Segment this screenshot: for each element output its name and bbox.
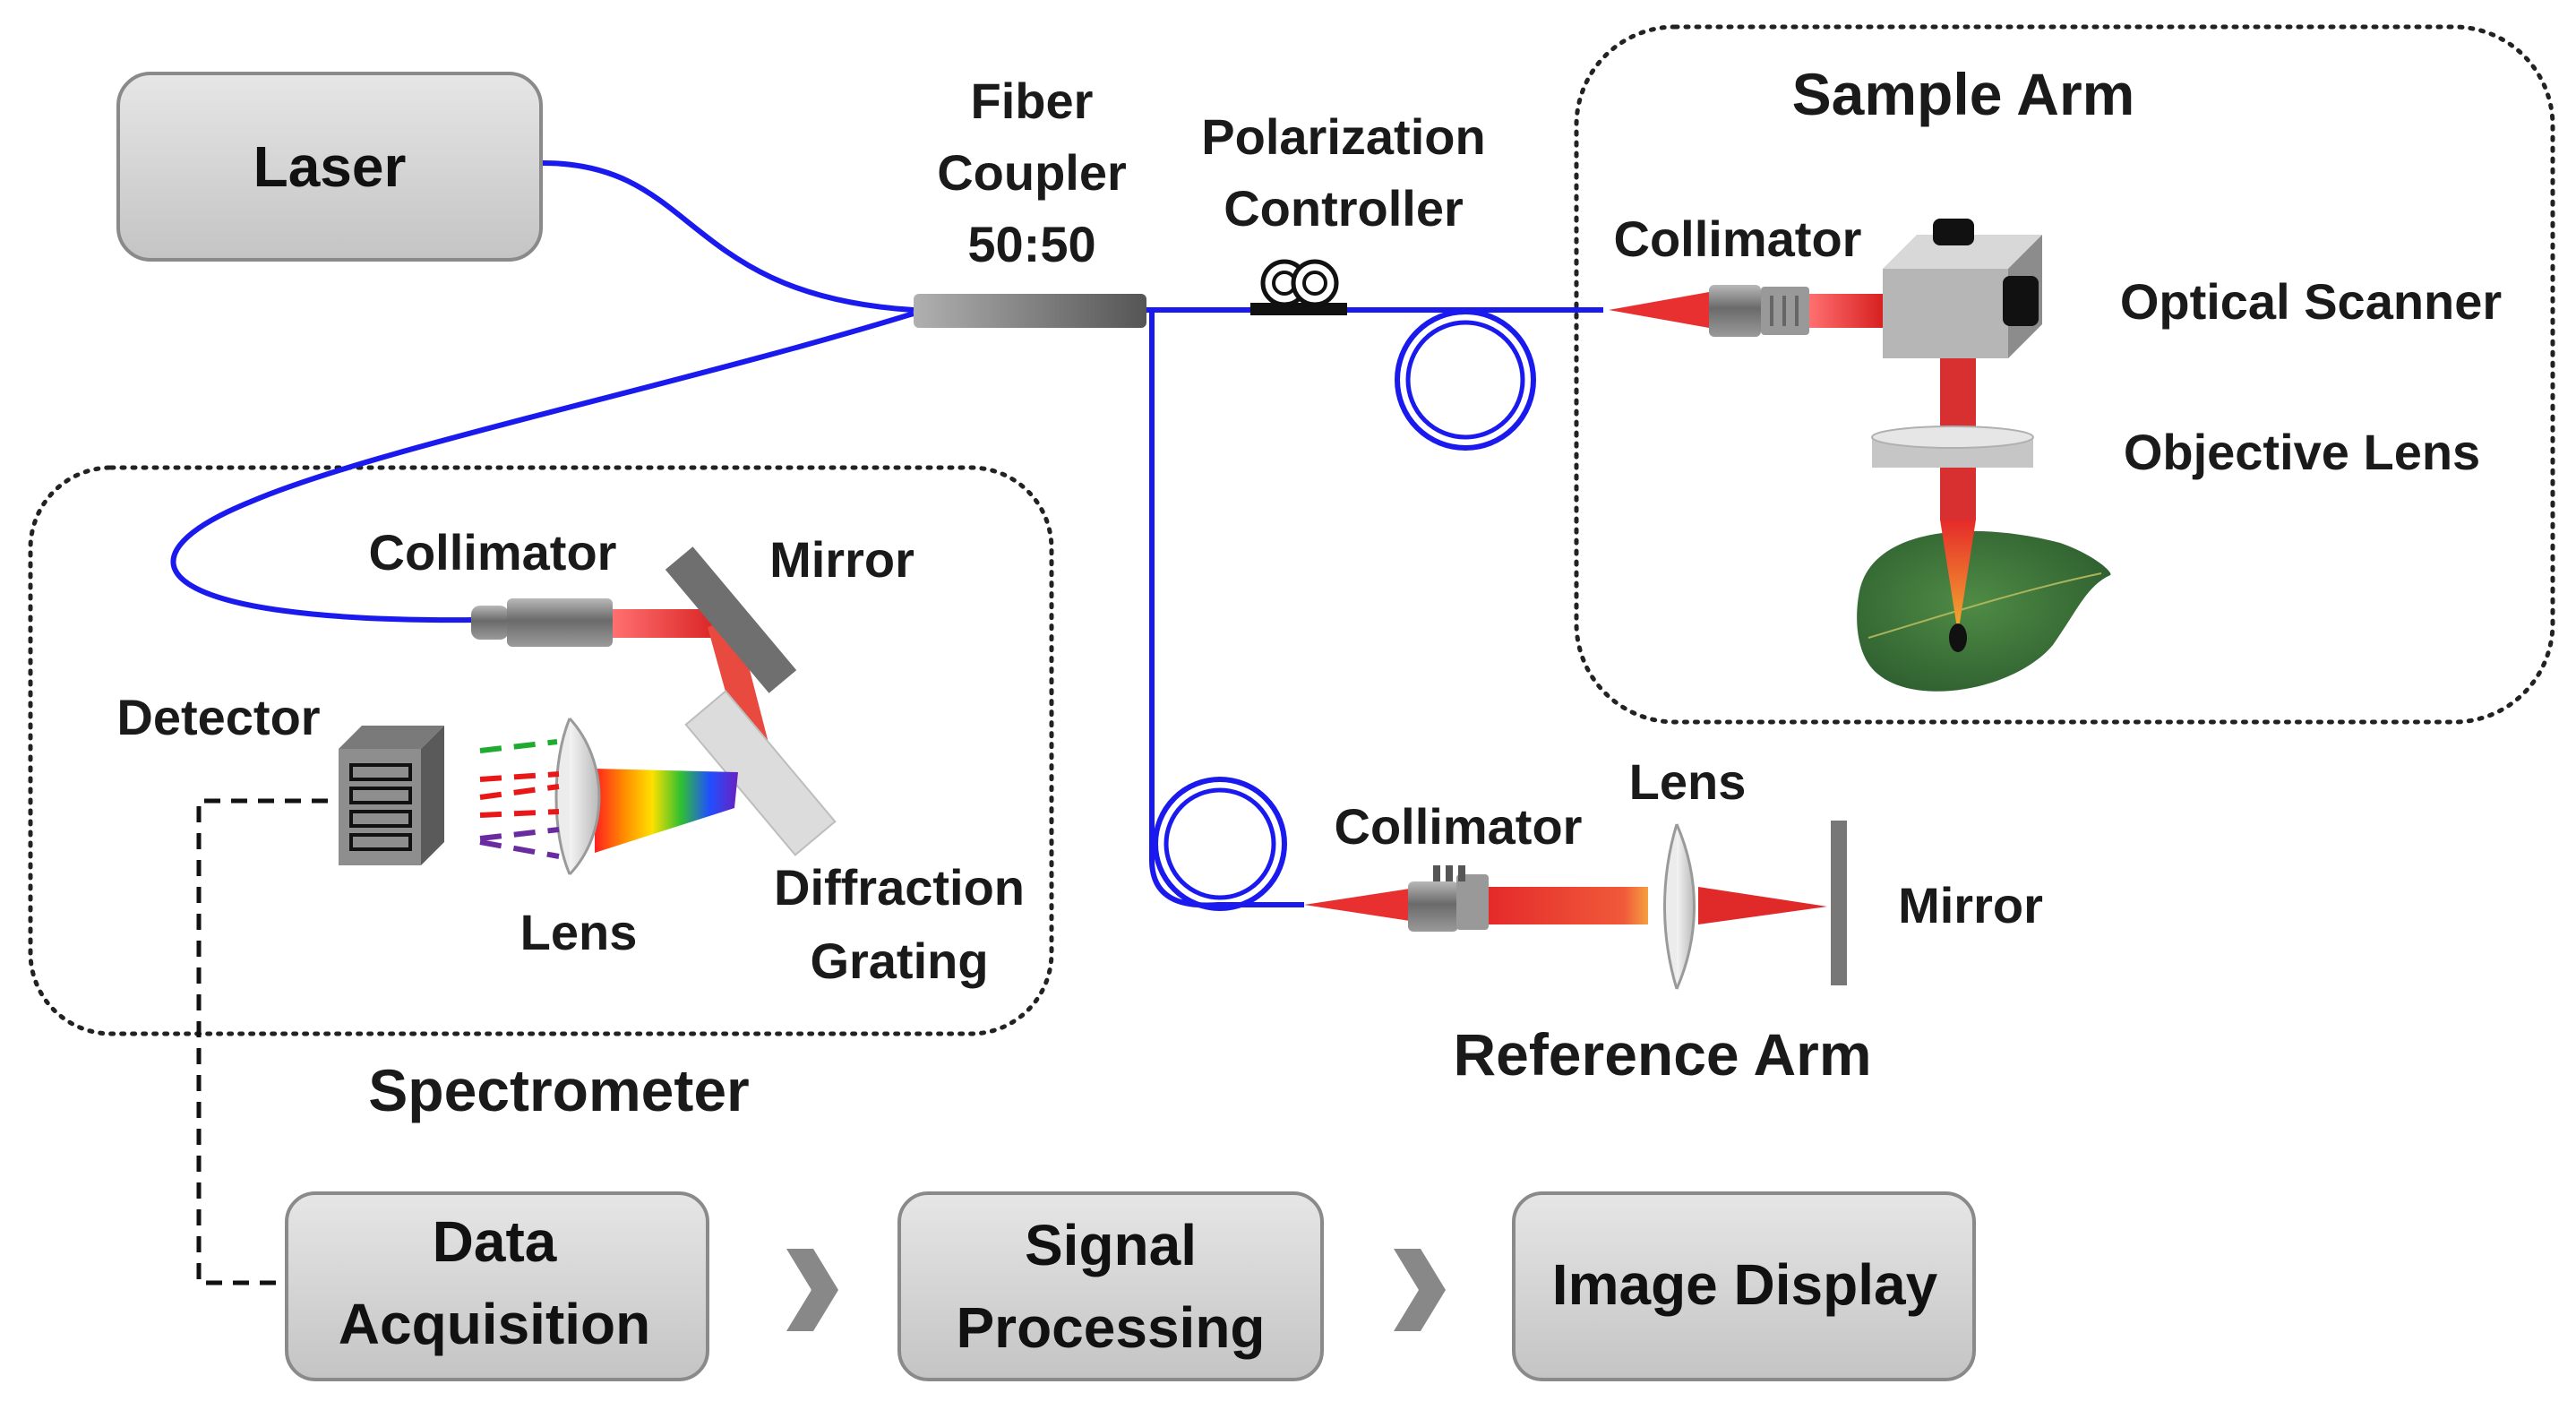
- reference-fiber-loop: [1153, 777, 1287, 911]
- reference-arm-title: Reference Arm: [1453, 1021, 1871, 1088]
- sample-fiber-loop-inner: [1405, 320, 1525, 440]
- diffraction-grating-label-2: Grating: [810, 933, 988, 989]
- laser-label: Laser: [253, 134, 407, 199]
- spectrometer-lens-label: Lens: [520, 904, 638, 960]
- sample-focal-spot: [1949, 623, 1967, 652]
- reference-beam-diverging: [1304, 889, 1410, 921]
- reference-collimator-icon: [1408, 865, 1489, 932]
- optical-fibers: [170, 160, 1603, 908]
- spectrometer-collimator-icon: [471, 598, 613, 647]
- sample-collimator-icon: [1709, 285, 1809, 337]
- optical-scanner-label: Optical Scanner: [2120, 273, 2502, 330]
- spectrometer-collimator-label: Collimator: [369, 524, 617, 580]
- image-display-box: Image Display: [1512, 1191, 1976, 1381]
- laser-box: Laser: [116, 72, 543, 262]
- polarization-controller-label-1: Polarization: [1201, 108, 1485, 165]
- sample-fiber-loop: [1395, 309, 1536, 451]
- sample-collimator-label: Collimator: [1614, 211, 1862, 267]
- chevron-right-icon: [1394, 1249, 1446, 1331]
- objective-lens-icon: [1871, 426, 2034, 468]
- fiber-coupler-label-2: Coupler: [937, 144, 1127, 201]
- spectrometer-mirror-label: Mirror: [769, 531, 914, 588]
- spectrometer-mirror-icon: [665, 546, 797, 693]
- reference-beam-focusing: [1698, 887, 1827, 924]
- objective-lens-label: Objective Lens: [2124, 424, 2480, 480]
- reference-collimator-label: Collimator: [1335, 798, 1583, 855]
- reference-fiber-loop-inner: [1163, 787, 1276, 900]
- sample-beam-down: [1940, 358, 1976, 426]
- reference-fiber: [1149, 310, 1304, 908]
- dispersed-spectrum: [595, 769, 738, 853]
- detector-icon: [339, 726, 444, 865]
- diffraction-grating-icon: [684, 690, 837, 856]
- data-acquisition-label-1: Data: [433, 1209, 557, 1274]
- data-acquisition-label-2: Acquisition: [339, 1292, 650, 1356]
- fiber-coupler-label-1: Fiber: [971, 73, 1094, 129]
- fiber-coupler-label-3: 50:50: [967, 216, 1095, 272]
- detector-to-daq-link: [196, 798, 328, 1285]
- sample-beam-collimated: [1809, 294, 1883, 328]
- sample-beam-focusing: [1940, 520, 1976, 634]
- image-display-label: Image Display: [1552, 1252, 1938, 1317]
- laser-fiber: [542, 160, 914, 313]
- signal-processing-label-1: Signal: [1025, 1213, 1197, 1277]
- spectrum-beam-dashes: [479, 739, 560, 859]
- spectrometer-enclosure: [28, 465, 1054, 1036]
- detector-label: Detector: [116, 689, 320, 745]
- polarization-controller-label-2: Controller: [1224, 180, 1464, 236]
- signal-processing-box: Signal Processing: [897, 1191, 1324, 1381]
- optical-scanner-icon: [1883, 219, 2042, 358]
- reference-mirror-icon: [1831, 821, 1847, 985]
- reference-lens-icon: [1663, 823, 1696, 990]
- spectrometer-fiber: [170, 311, 914, 623]
- data-acquisition-box: Data Acquisition: [285, 1191, 709, 1381]
- signal-processing-label-2: Processing: [956, 1295, 1265, 1360]
- sample-beam-diverging: [1609, 292, 1709, 328]
- chevron-right-icon: [786, 1249, 838, 1331]
- leaf-sample-icon: [1857, 530, 2111, 692]
- diffraction-grating-label-1: Diffraction: [774, 859, 1025, 916]
- sample-beam-focus-top: [1940, 468, 1976, 520]
- reference-beam-collimated: [1489, 887, 1648, 924]
- spectrometer-lens-icon: [554, 717, 601, 876]
- spectrometer-title: Spectrometer: [368, 1057, 750, 1123]
- sample-arm-enclosure: [1574, 24, 2555, 725]
- sample-arm-title: Sample Arm: [1792, 61, 2135, 127]
- polarization-controller-icon: [1250, 259, 1347, 315]
- fiber-coupler: [914, 294, 1146, 328]
- reference-mirror-label: Mirror: [1898, 877, 2043, 933]
- reference-lens-label: Lens: [1629, 753, 1747, 810]
